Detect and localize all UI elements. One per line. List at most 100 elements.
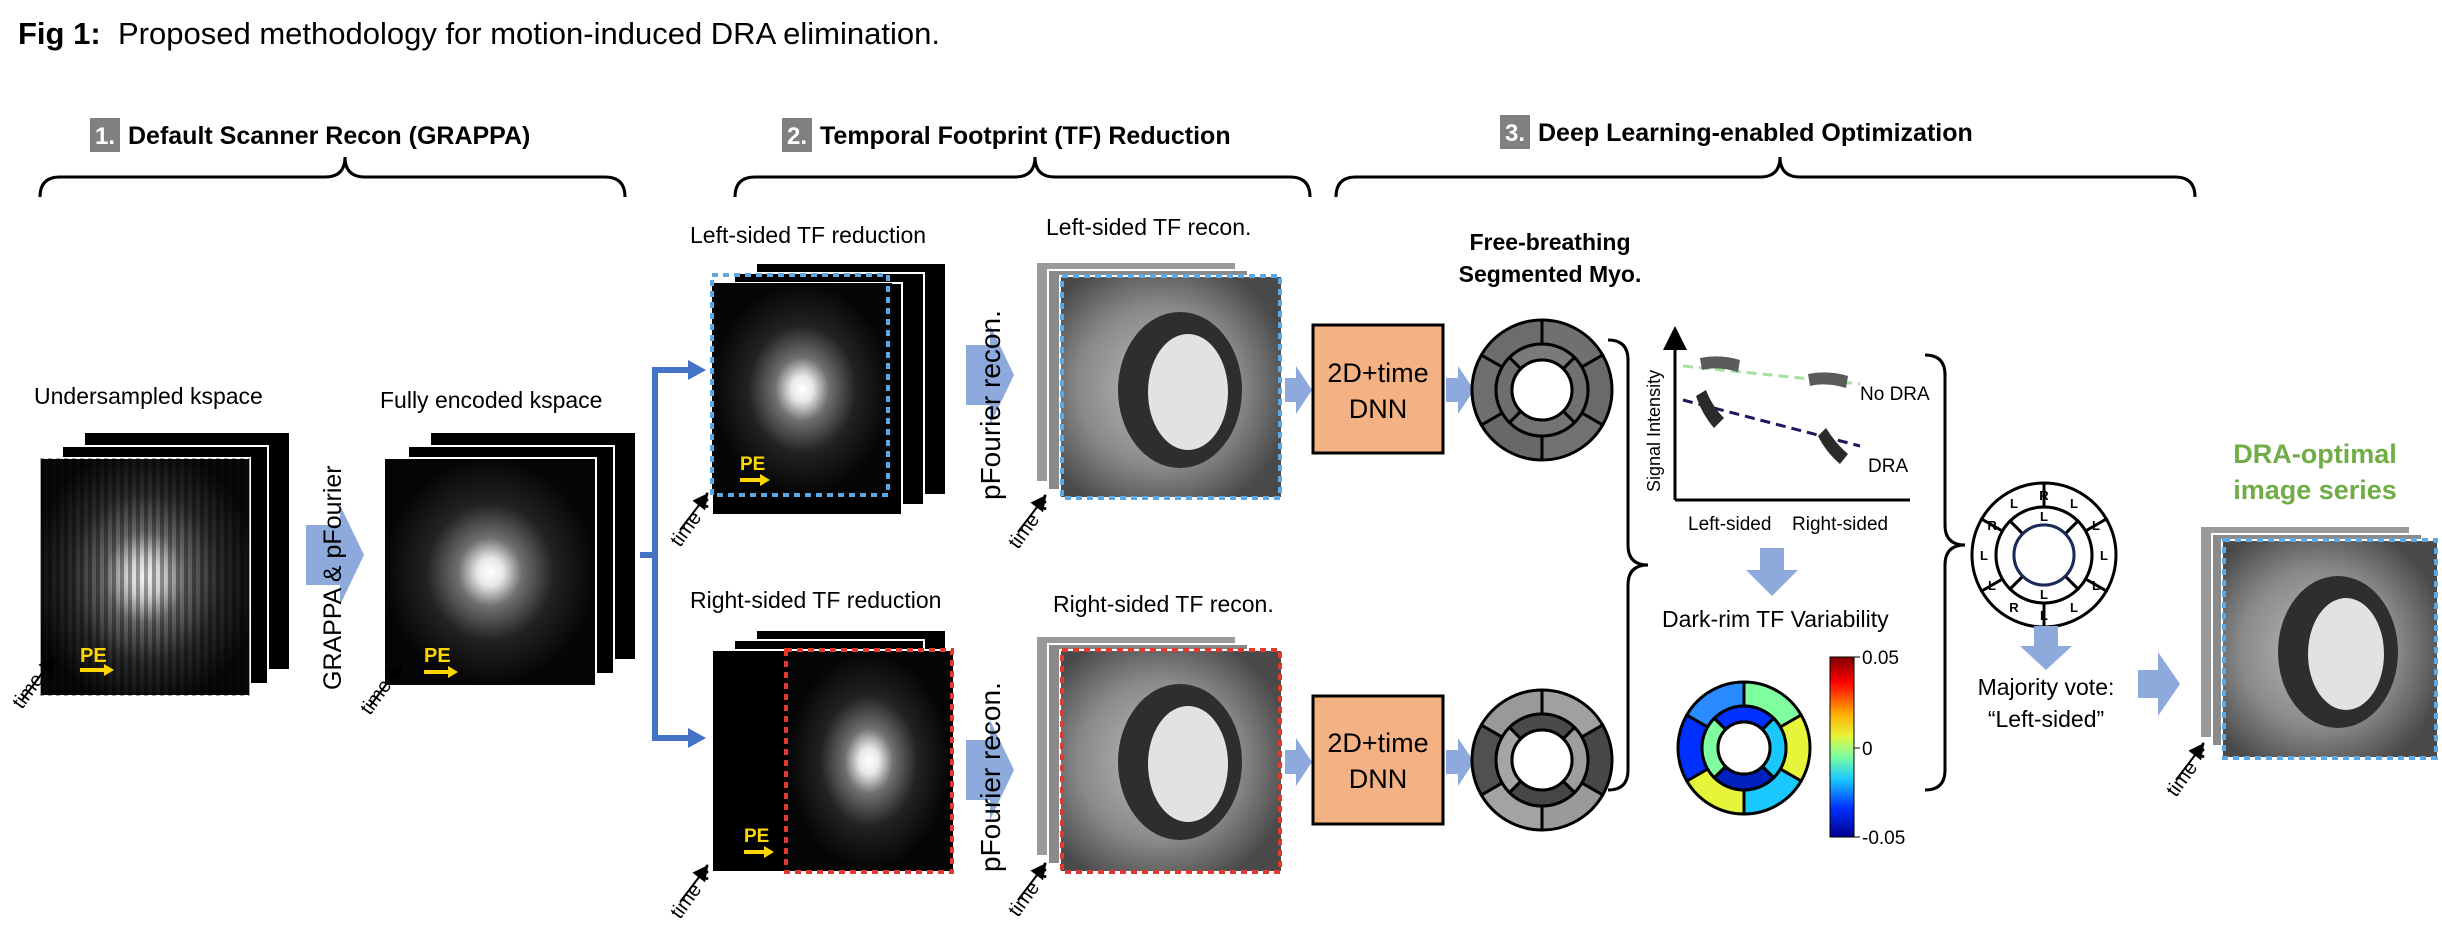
left-reduction-stack — [710, 262, 947, 516]
undersampled-kspace-label: Undersampled kspace — [34, 383, 263, 409]
left-reduction-label: Left-sided TF reduction — [690, 222, 926, 248]
no-dra-right-segment-icon — [1808, 372, 1848, 388]
section-3-number: 3. — [1505, 120, 1525, 147]
rr-dotted-box — [784, 648, 954, 874]
section-2-header: 2. Temporal Footprint (TF) Reduction — [782, 118, 1231, 152]
recon-to-dnn-arrow-bottom — [1285, 738, 1312, 786]
pe-arrowhead-2 — [448, 666, 458, 678]
figure-caption: Proposed methodology for motion-induced … — [118, 16, 940, 51]
grappa-arrow — [306, 505, 364, 605]
time-dots-1: ⋮ — [42, 659, 62, 681]
pe-arrowhead-4 — [764, 846, 774, 858]
right-recon-label: Right-sided TF recon. — [1053, 591, 1274, 617]
out-heart-cavity — [2308, 598, 2384, 710]
ring-letter: R — [1987, 518, 1997, 533]
section-3-title: Deep Learning-enabled Optimization — [1538, 119, 1973, 147]
section-2-number: 2. — [787, 123, 807, 150]
rrec-heart-cavity — [1148, 706, 1228, 822]
no-dra-label: No DRA — [1860, 384, 1930, 405]
lr-dotted-box — [710, 273, 890, 497]
segmented-myocardium-bottom — [1470, 688, 1614, 832]
maj-center — [2012, 523, 2076, 587]
figure-label: Fig 1: — [18, 16, 101, 51]
ring-letter: R — [2009, 600, 2019, 615]
section-2-brace — [733, 156, 1312, 198]
pfourier-arrow-bottom — [966, 720, 1014, 820]
rings-brace — [1607, 338, 1649, 792]
time-dots-2: ⋮ — [390, 663, 410, 685]
time-arrow-2 — [369, 662, 403, 707]
fully-encoded-kspace-stack — [383, 431, 637, 687]
pfourier-label-bottom: pFourier recon. — [975, 682, 1006, 872]
time-dots-7: ⋮ — [2194, 740, 2212, 760]
majority-vote-line2: “Left-sided” — [1988, 706, 2104, 732]
variability-title: Dark-rim TF Variability — [1662, 606, 1889, 632]
ring-letter: L — [2100, 548, 2108, 563]
dnn-bottom-line2: DNN — [1349, 764, 1408, 794]
variability-bullseye — [1676, 680, 1812, 816]
pe-label-4: PE — [744, 826, 769, 847]
pfourier-label-top: pFourier recon. — [975, 310, 1006, 500]
dnn-box-bottom-rect — [1311, 694, 1445, 826]
section-2-badge — [782, 118, 812, 152]
dra-label: DRA — [1868, 456, 1908, 477]
pe-arrowhead-3 — [760, 474, 770, 486]
time-arrow-7 — [2175, 742, 2205, 781]
dnn-box-bottom: 2D+time DNN — [1311, 694, 1445, 826]
lrec-heart-cavity — [1148, 334, 1228, 450]
ring-letter: R — [2039, 488, 2049, 503]
colorbar-gradient — [1829, 656, 1855, 838]
time-dots-3: ⋮ — [698, 490, 716, 510]
graph-ylabel: Signal Intensity — [1644, 370, 1664, 492]
pe-label-1: PE — [80, 645, 107, 667]
colorbar: 0.05 0 -0.05 — [1829, 648, 1905, 849]
seg-bottom-center — [1510, 728, 1574, 792]
ring-letter: L — [2040, 608, 2048, 623]
lr-kspace-image — [712, 283, 892, 495]
dra-right-segment-icon — [1818, 428, 1848, 464]
left-recon-stack — [1035, 261, 1283, 500]
ring-letter: L — [2092, 578, 2100, 593]
grappa-pfourier-label: GRAPPA & pFourier — [319, 465, 347, 690]
output-title-line1: DRA-optimal — [2233, 439, 2397, 469]
time-arrow-1 — [21, 656, 55, 701]
segmented-myocardium-top — [1470, 318, 1614, 462]
time-label-7: time — [2162, 757, 2202, 801]
left-recon-label: Left-sided TF recon. — [1046, 214, 1251, 240]
time-label-4: time — [1004, 509, 1044, 553]
graph-x-left: Left-sided — [1688, 514, 1771, 535]
out-dotted-box — [2222, 538, 2438, 760]
section-1-number: 1. — [95, 123, 115, 150]
var-center — [1716, 720, 1772, 776]
pfourier-arrow-top — [966, 325, 1014, 425]
section-1-badge — [90, 118, 120, 152]
undersampled-kspace-stack — [39, 431, 291, 697]
branch-arrowhead-bottom — [688, 728, 706, 748]
time-label-6: time — [1004, 877, 1044, 921]
recon-to-dnn-arrow-top — [1285, 366, 1312, 414]
section-3-badge — [1500, 115, 1530, 149]
ring-letter: L — [1988, 578, 1996, 593]
ring-letter: L — [2040, 587, 2048, 602]
vote-to-output-arrow — [2138, 652, 2180, 716]
branch-arrowhead-top — [688, 360, 706, 380]
seg-top-center — [1510, 358, 1574, 422]
ring-letter: L — [2010, 496, 2018, 511]
graph-to-variability-arrow — [1746, 548, 1798, 596]
fe-frame-front — [383, 457, 597, 687]
graph-brace — [1924, 353, 1966, 792]
time-arrow-5 — [679, 864, 709, 903]
dnn-to-seg-arrow-bottom — [1446, 738, 1474, 786]
time-dots-5: ⋮ — [698, 862, 716, 882]
segmented-title-line1: Free-breathing — [1469, 229, 1630, 255]
ring-letter: L — [2070, 496, 2078, 511]
time-label-3: time — [666, 507, 706, 551]
ring-letter: L — [2040, 509, 2048, 524]
time-label-5: time — [666, 879, 706, 923]
dnn-box-top: 2D+time DNN — [1311, 323, 1445, 455]
section-3-header: 3. Deep Learning-enabled Optimization — [1500, 115, 1973, 149]
dnn-top-line2: DNN — [1349, 394, 1408, 424]
